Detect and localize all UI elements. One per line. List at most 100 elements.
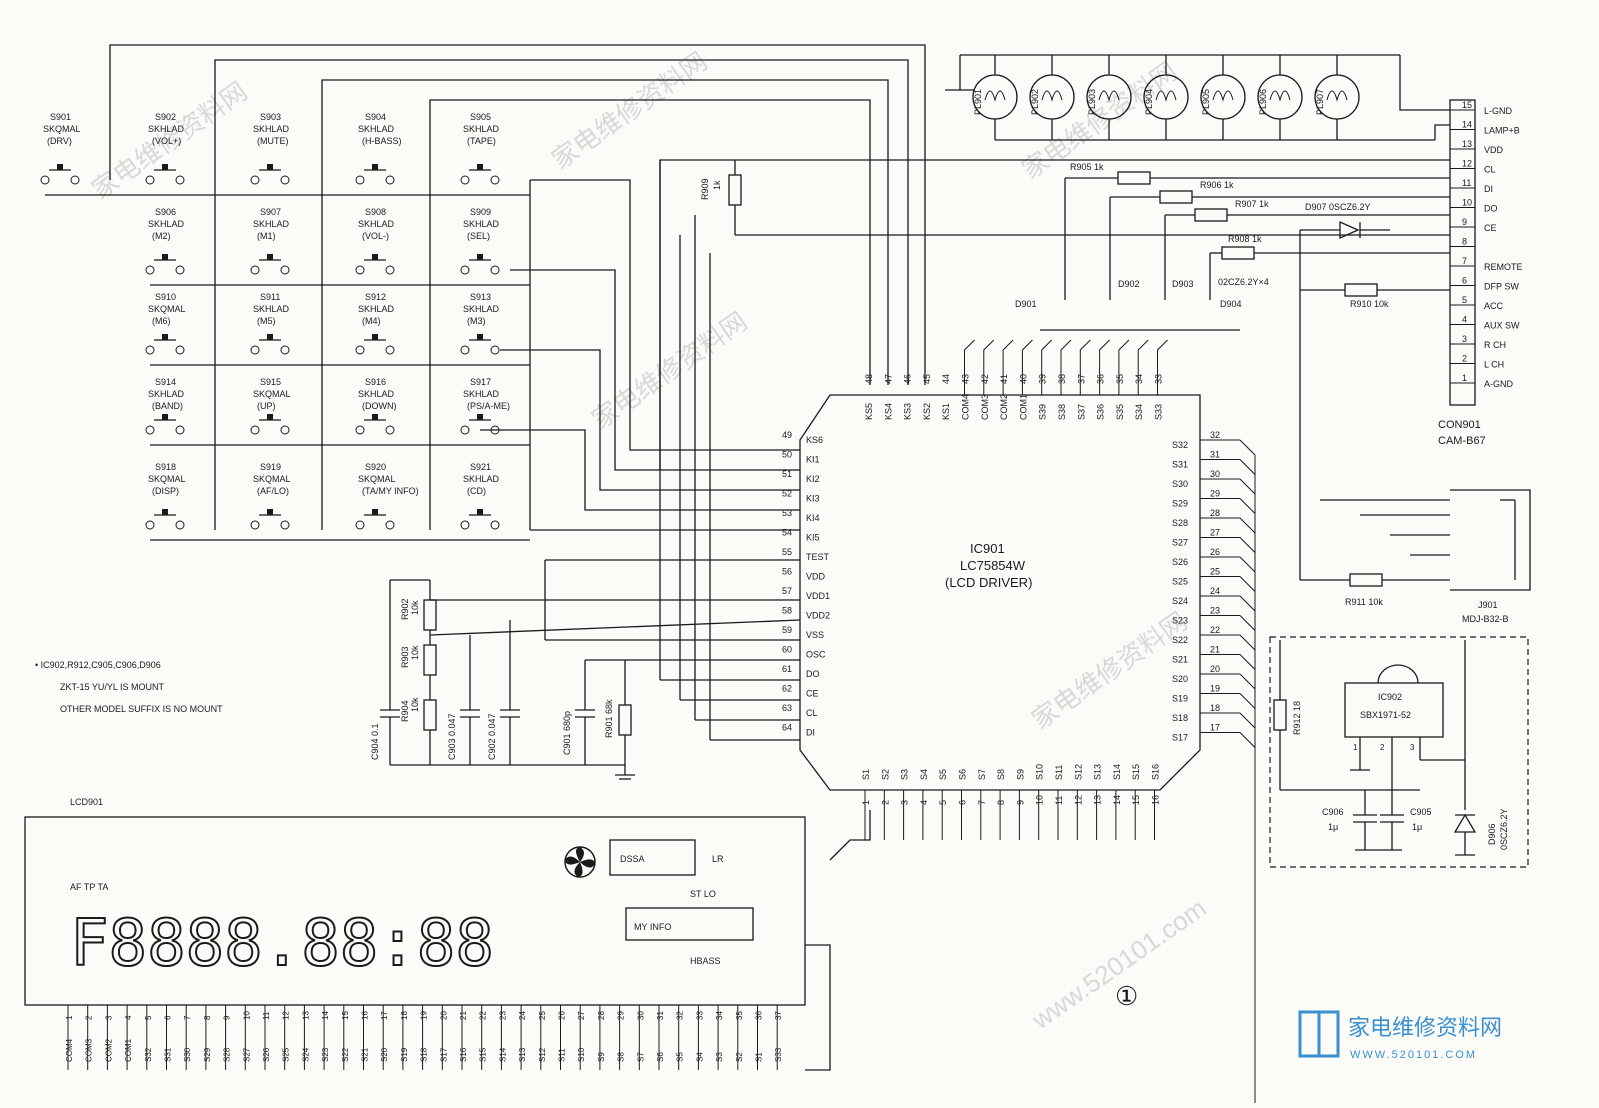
switch-type: SKHLAD <box>463 304 500 314</box>
con901-pins: 15L-GND14LAMP+B13VDD12CL11DI10DO9CE87REM… <box>1450 100 1523 389</box>
pin-number: 12 <box>1073 795 1083 805</box>
pin-name: S17 <box>1172 733 1188 743</box>
pin-name: COM4 <box>65 1038 74 1062</box>
pin-number: 8 <box>996 800 1006 805</box>
pin-number: 40 <box>1018 374 1028 384</box>
pin-number: 8 <box>1462 237 1467 247</box>
pin-name: S28 <box>223 1047 232 1062</box>
pin-name: R CH <box>1484 340 1506 350</box>
control-network: R909 1k R905 1k R906 1k R907 1k R908 1k … <box>700 160 1531 624</box>
pin-number: 37 <box>1076 374 1086 384</box>
pin-name: KS3 <box>903 403 913 420</box>
brand-name: 家电维修资料网 <box>1348 1016 1502 1041</box>
ic901-part: LC75854W <box>960 558 1026 573</box>
resistor-r911 <box>1349 573 1383 587</box>
pin-number: 18 <box>1210 703 1220 713</box>
pin-number: 3 <box>104 1015 113 1020</box>
pin-number: 7 <box>183 1015 192 1020</box>
con901-part: CAM-B67 <box>1438 435 1486 447</box>
r910-label: R910 10k <box>1350 299 1389 309</box>
pin-name: DO <box>806 669 820 679</box>
pin-number: 5 <box>1462 295 1467 305</box>
pin-number: 49 <box>782 430 792 440</box>
ic902-pin: 3 <box>1410 743 1415 752</box>
resistor-r912 <box>1273 699 1287 731</box>
pin-name: S14 <box>498 1047 507 1062</box>
pin-name: S18 <box>1172 713 1188 723</box>
pin-name: S15 <box>479 1047 488 1062</box>
switch-ref: S916 <box>365 377 386 387</box>
con901-pin: 8 <box>1450 237 1475 247</box>
pin-number: 34 <box>715 1011 724 1020</box>
pin-name: COM3 <box>85 1038 94 1062</box>
r902-value: 10k <box>410 600 420 615</box>
lcd901: LCD901 AF TP TA DSSA LR ST LO MY INFO HB… <box>24 797 871 1071</box>
lamp-label: PL902 <box>1030 89 1040 115</box>
lamp-label: PL907 <box>1315 89 1325 115</box>
con901-ref: CON901 <box>1438 419 1481 431</box>
pin-name: ACC <box>1484 301 1504 311</box>
r904-value: 10k <box>410 697 420 712</box>
pin-name: COM2 <box>999 394 1009 420</box>
lcd-af-tp-ta: AF TP TA <box>70 882 108 892</box>
note-line2: ZKT-15 YU/YL IS MOUNT <box>60 682 165 692</box>
pin-number: 16 <box>361 1011 370 1020</box>
switch-matrix-wiring <box>45 44 1450 541</box>
pin-name: S11 <box>558 1048 567 1062</box>
switch-function: (M6) <box>152 316 171 326</box>
pin-number: 26 <box>558 1011 567 1020</box>
pin-name: S7 <box>977 769 987 780</box>
pin-name: S32 <box>144 1047 153 1062</box>
ic902-block: IC902 SBX1971-52 1 2 3 R912 18 C906 1μ C… <box>1269 636 1529 868</box>
pin-number: 9 <box>1462 217 1467 227</box>
pin-name: LAMP+B <box>1484 126 1520 136</box>
pin-number: 14 <box>321 1011 330 1020</box>
ic902-part: SBX1971-52 <box>1360 710 1411 720</box>
pin-name: COM2 <box>104 1038 113 1062</box>
pin-number: 24 <box>1210 586 1220 596</box>
pin-name: S18 <box>420 1047 429 1062</box>
switch-function: (M3) <box>467 316 486 326</box>
r909-value: 1k <box>712 180 722 190</box>
pin-number: 4 <box>1462 315 1467 325</box>
resistor-r902 <box>423 599 437 631</box>
switch-ref: S921 <box>470 462 491 472</box>
pin-name: KI2 <box>806 474 820 484</box>
pin-name: CL <box>806 708 818 718</box>
pin-name: S26 <box>1172 557 1188 567</box>
resistor-r906 <box>1159 190 1193 204</box>
pin-name: OSC <box>806 650 826 660</box>
switch-ref: S904 <box>365 112 386 122</box>
r901-label: R901 68k <box>604 699 614 738</box>
lamp-label: PL904 <box>1144 89 1154 115</box>
lcd-pins: 1COM42COM33COM24COM15S326S317S308S299S28… <box>65 1005 783 1070</box>
pin-name: S15 <box>1131 764 1141 780</box>
d906-label: D906 <box>1487 823 1497 845</box>
pin-number: 36 <box>755 1011 764 1020</box>
pin-name: TEST <box>806 552 830 562</box>
pin-name: KS2 <box>922 403 932 420</box>
pin-name: S23 <box>321 1047 330 1062</box>
